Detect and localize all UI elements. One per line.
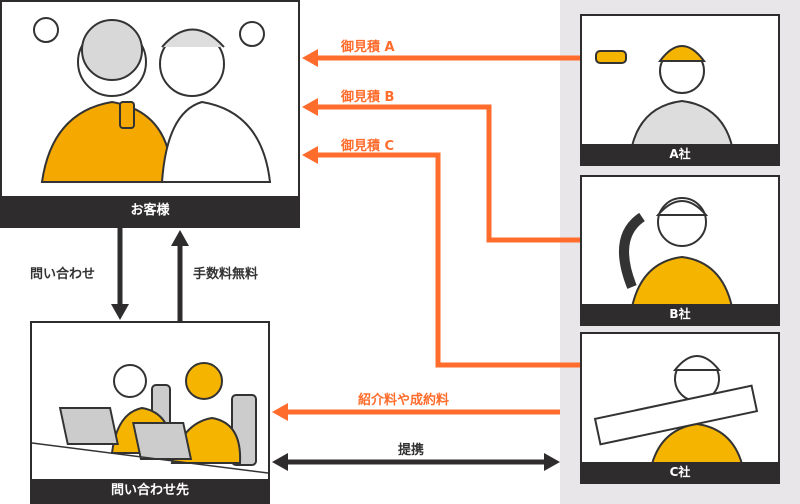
partner-label: 提携 — [398, 443, 425, 458]
worker-c-illustration — [593, 355, 759, 464]
fee-label: 紹介料や成約料 — [358, 393, 450, 408]
quote-b-arrow — [318, 104, 580, 243]
company-c-label: C社 — [582, 462, 778, 482]
quote-c-label: 御見積 C — [341, 139, 395, 154]
free-label: 手数料無料 — [193, 267, 259, 282]
inquire-label: 問い合わせ — [30, 267, 96, 282]
company-b-label: B社 — [582, 304, 778, 324]
inquiry-label: 問い合わせ先 — [32, 479, 268, 502]
company-a-label: A社 — [582, 144, 778, 164]
quote-b-label: 御見積 B — [341, 90, 395, 105]
worker-b-illustration — [619, 197, 734, 307]
company-b-box: B社 — [580, 175, 780, 326]
customer-box: お客様 — [0, 0, 300, 228]
inquire-arrowhead — [111, 304, 129, 320]
company-c-box: C社 — [580, 332, 780, 484]
inquiry-box: 問い合わせ先 — [30, 321, 270, 504]
free-arrowhead — [171, 230, 189, 246]
quote-c-arrow — [318, 152, 580, 368]
company-a-box: A社 — [580, 14, 780, 166]
elderly-couple-illustration — [33, 17, 272, 183]
worker-a-illustration — [595, 45, 734, 146]
customer-label: お客様 — [2, 196, 298, 226]
call-center-illustration — [32, 362, 268, 474]
quote-a-label: 御見積 A — [341, 40, 395, 55]
